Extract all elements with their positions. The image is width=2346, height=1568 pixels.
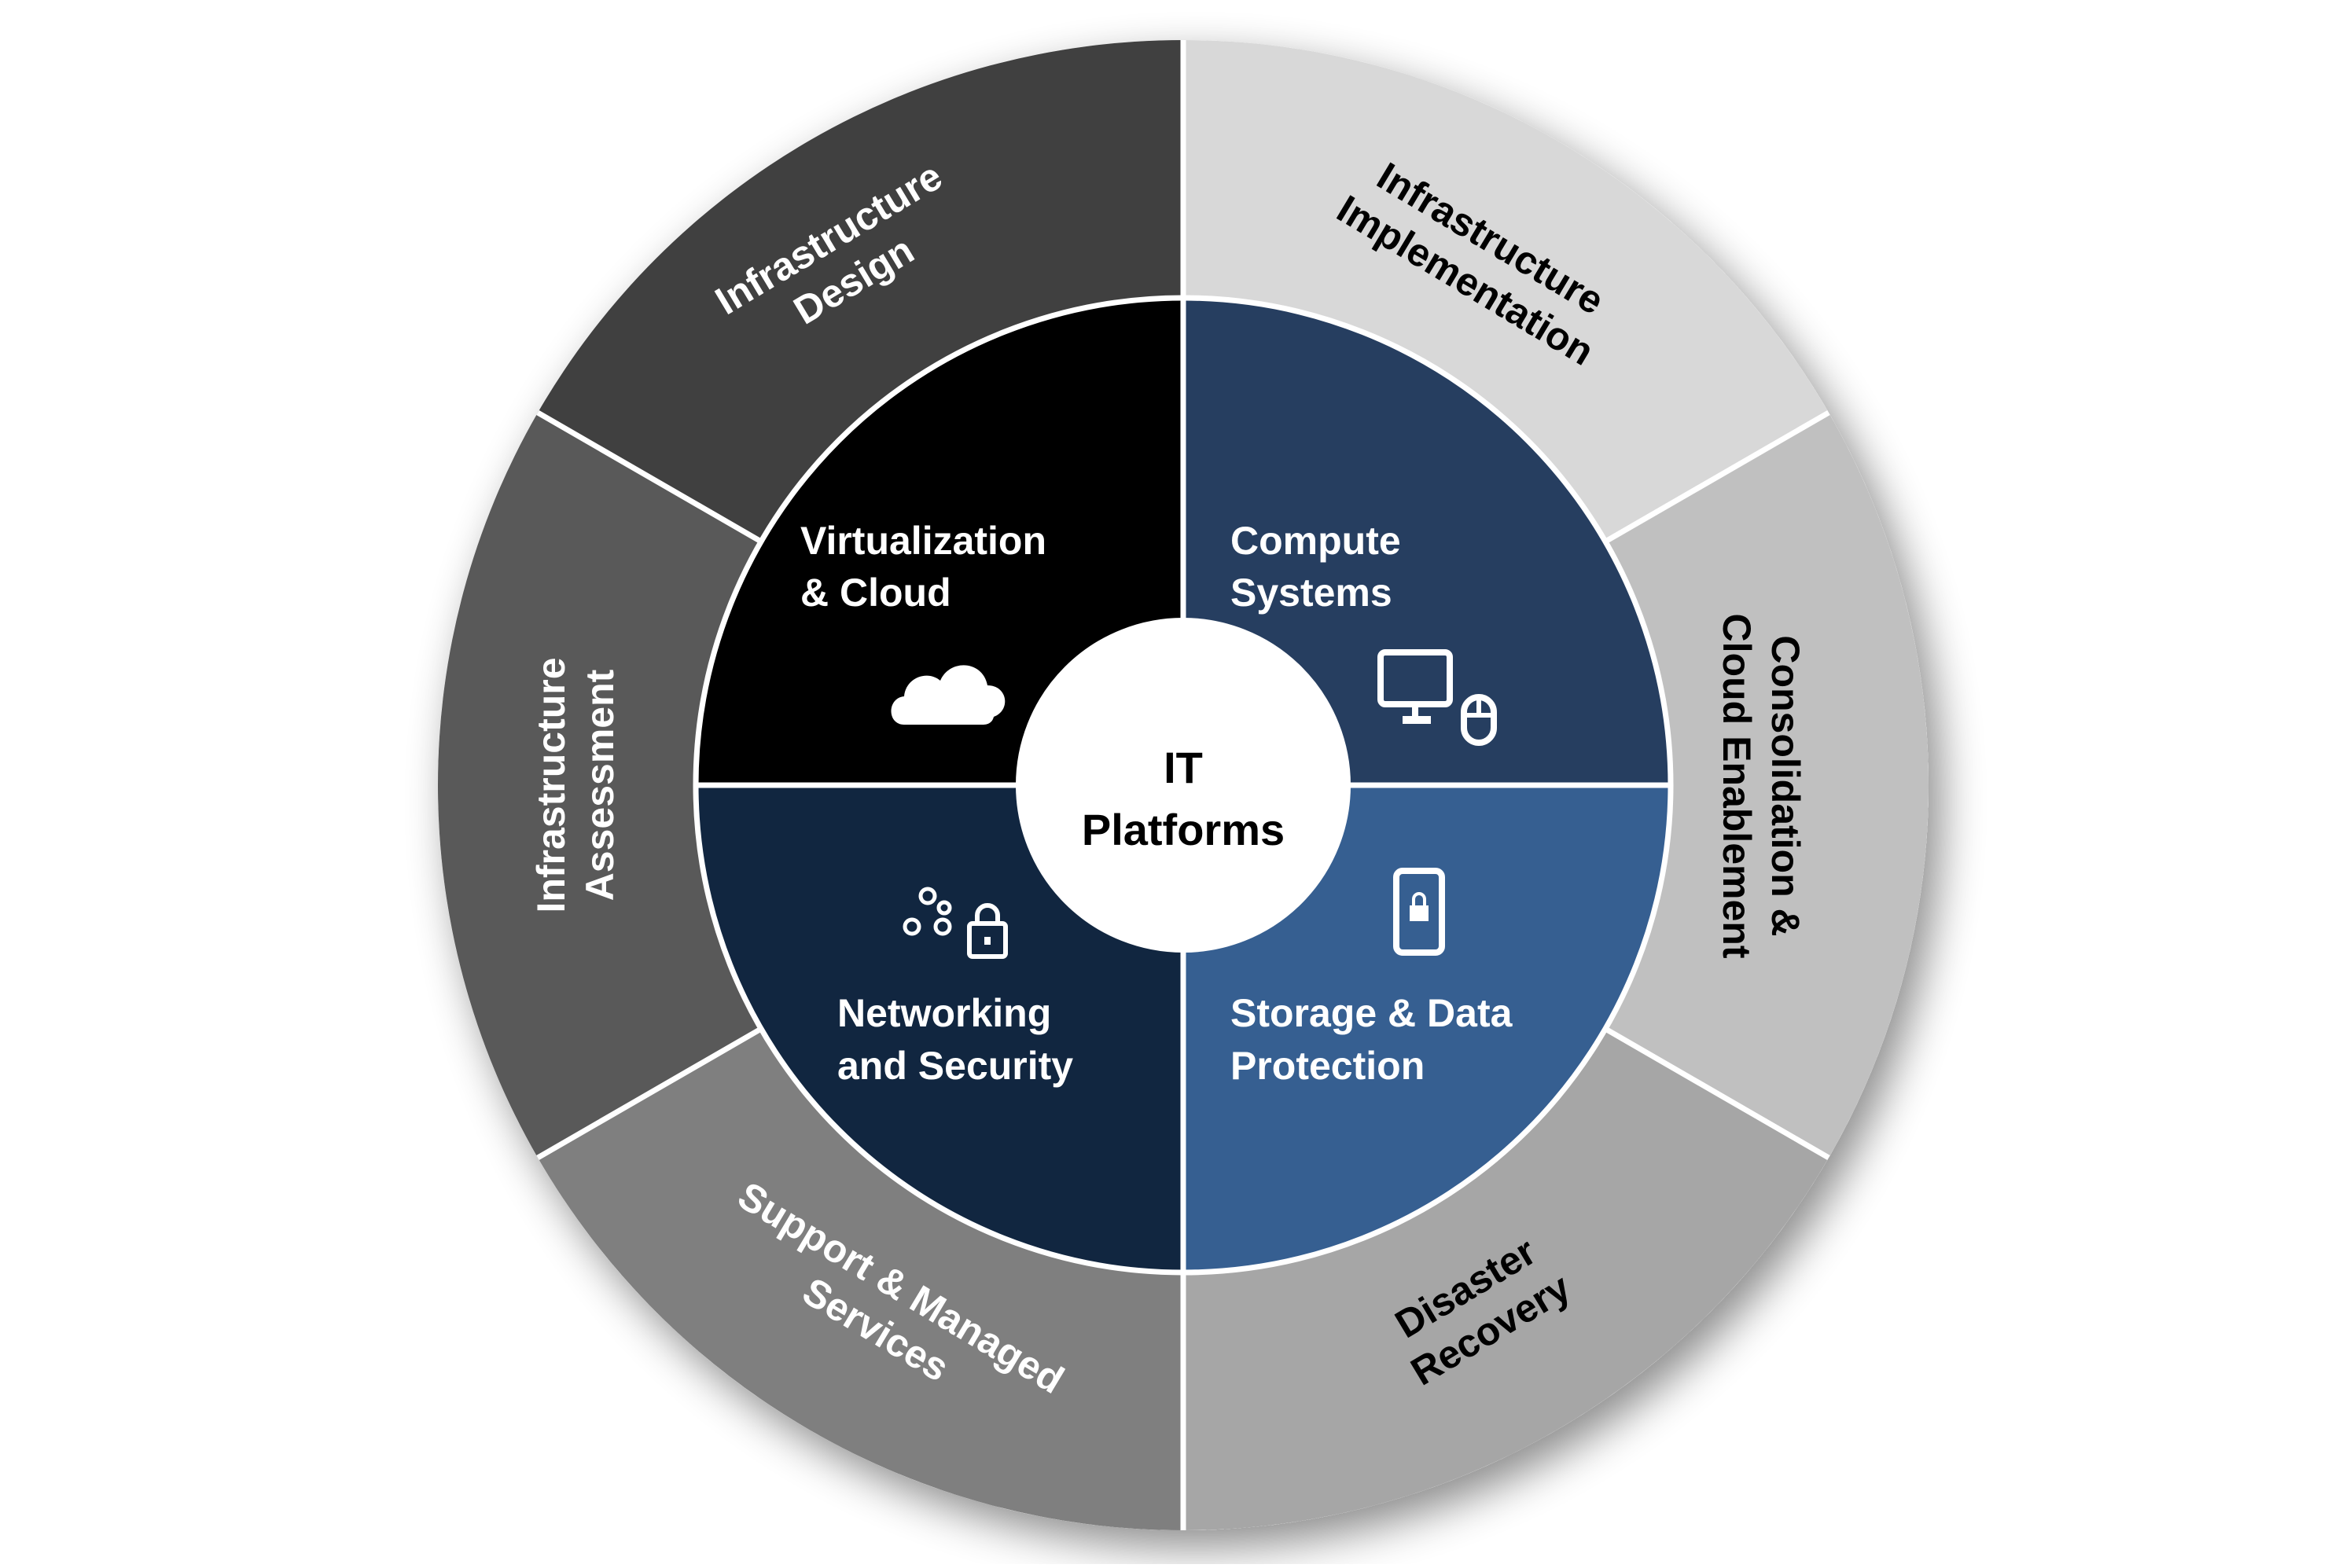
compute-label-line2: Systems	[1230, 571, 1392, 615]
assessment-label-line1: Infrastructure	[529, 657, 573, 913]
networking-label-line2: and Security	[837, 1044, 1073, 1088]
divider-line	[536, 409, 763, 545]
cloud-icon	[891, 665, 1006, 725]
quadrant-networking	[696, 785, 1183, 1272]
consolidation-label-line2: Cloud Enablement	[1715, 614, 1759, 959]
storage-label-line2: Protection	[1230, 1044, 1425, 1088]
consolidation-label-line1: Consolidation &	[1763, 635, 1807, 936]
networking-label-line1: Networking	[837, 991, 1051, 1035]
segment-consolidation	[1605, 413, 1929, 1158]
divider-line	[1604, 1026, 1830, 1161]
quadrant-compute	[1183, 298, 1671, 785]
quadrant-virtualization	[696, 298, 1183, 785]
inner-ring-border	[693, 295, 1674, 1276]
virtualization-label-line1: Virtualization	[800, 519, 1046, 563]
divider-line	[536, 1026, 763, 1161]
center-line2: Platforms	[1082, 805, 1285, 854]
network-lock-icon	[903, 887, 1008, 959]
compute-label-line1: Compute	[1230, 519, 1401, 563]
segment-support	[538, 1029, 1183, 1530]
segment-disaster-recovery	[1183, 1029, 1829, 1530]
quadrant-storage	[1183, 785, 1671, 1272]
segment-infrastructure-design	[538, 40, 1183, 542]
center-circle	[1016, 618, 1351, 953]
segment-infrastructure-implementation	[1183, 40, 1829, 542]
assessment-label-line2: Assessment	[578, 669, 622, 901]
segment-infrastructure-assessment	[438, 413, 762, 1158]
virtualization-label-line2: & Cloud	[800, 571, 951, 615]
computer-mouse-icon	[1377, 649, 1497, 746]
divider-line	[1604, 409, 1830, 545]
storage-label-line1: Storage & Data	[1230, 991, 1513, 1035]
inner-ring	[696, 298, 1671, 1272]
center-line1: IT	[1164, 743, 1203, 792]
tablet-lock-icon	[1393, 868, 1445, 956]
outer-ring	[438, 40, 1929, 1530]
